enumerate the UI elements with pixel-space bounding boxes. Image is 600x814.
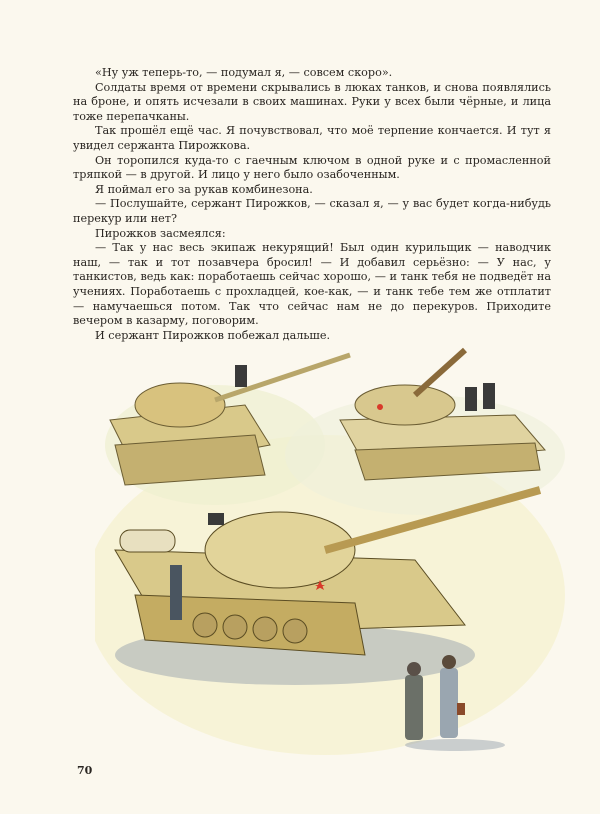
body-text: «Ну уж теперь-то, — подумал я, — совсем … (73, 66, 551, 343)
page-number: 70 (77, 764, 93, 777)
tank-illustration-svg (85, 347, 565, 755)
tank-back-right (339, 347, 547, 481)
paragraph: Он торопился куда-то с гаечным ключом в … (73, 153, 551, 182)
paragraph: И сержант Пирожков побежал дальше. (95, 328, 331, 342)
paragraph: — Послушайте, сержант Пирожков, — сказал… (73, 197, 551, 225)
paragraph: Солдаты время от времени скрывались в лю… (73, 80, 551, 123)
tank-front (114, 486, 542, 685)
paragraph: Пирожков засмеялся: (95, 226, 226, 240)
paragraph: Так прошёл ещё час. Я почувствовал, что … (73, 124, 551, 152)
paragraph: Я поймал его за рукав комбинезона. (95, 182, 313, 196)
tank-illustration (85, 335, 570, 765)
tank-back-left (109, 352, 351, 486)
paragraph: — Так у нас весь экипаж некурящий! Был о… (73, 241, 551, 328)
walking-soldiers (405, 655, 505, 751)
paragraph: «Ну уж теперь-то, — подумал я, — совсем … (95, 66, 393, 79)
